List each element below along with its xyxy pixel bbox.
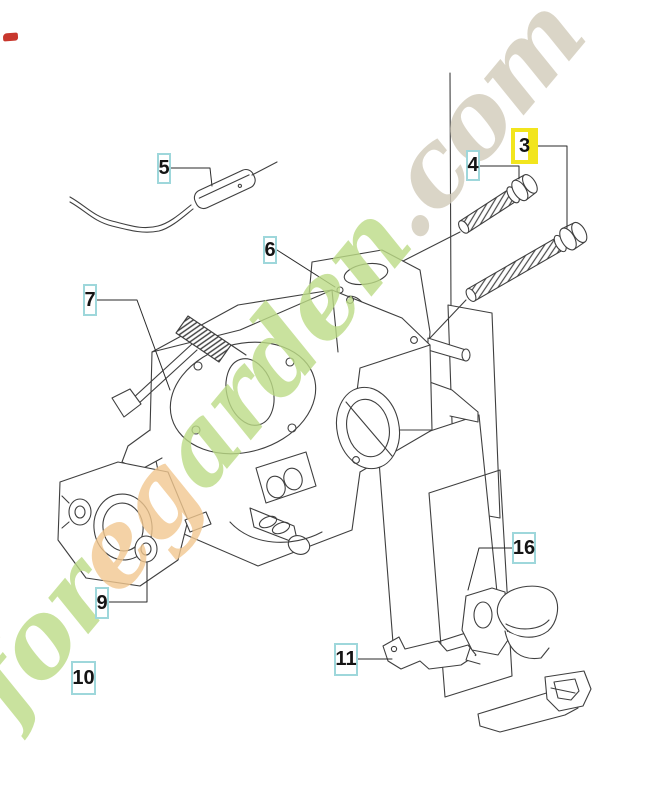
callout-6-label: 6: [264, 238, 276, 261]
callout-7[interactable]: 7: [83, 284, 97, 316]
callout-7-label: 7: [84, 288, 96, 311]
intake-clamp-drawing: [57, 461, 212, 587]
callout-9-label: 9: [96, 591, 108, 614]
throttle-shaft-spring-drawing: [111, 315, 247, 418]
callout-9[interactable]: 9: [95, 587, 109, 619]
callout-5[interactable]: 5: [157, 153, 171, 184]
callout-3[interactable]: 3: [511, 128, 538, 164]
choke-rod-drawing: [477, 670, 592, 733]
callout-11-label: 11: [335, 648, 357, 670]
callout-16[interactable]: 16: [512, 532, 536, 564]
bracket-part-drawing: [382, 636, 477, 670]
callout-6[interactable]: 6: [263, 236, 277, 264]
callout-10[interactable]: 10: [71, 661, 96, 695]
callout-11[interactable]: 11: [334, 643, 358, 676]
callout-16-label: 16: [512, 536, 536, 559]
choke-knob-drawing: [461, 585, 559, 665]
leader-lines: [94, 145, 568, 660]
callout-5-label: 5: [158, 157, 170, 179]
callout-3-label: 3: [518, 134, 531, 157]
callout-3-inner-strip: [515, 132, 528, 160]
red-mark: [2, 32, 19, 42]
cable-handle-drawing: [69, 161, 278, 233]
callout-4[interactable]: 4: [466, 150, 480, 181]
vertical-reference-line: [449, 72, 452, 313]
callout-10-label: 10: [72, 666, 95, 689]
screw-long-drawing: [429, 221, 588, 339]
callout-4-label: 4: [467, 154, 479, 176]
